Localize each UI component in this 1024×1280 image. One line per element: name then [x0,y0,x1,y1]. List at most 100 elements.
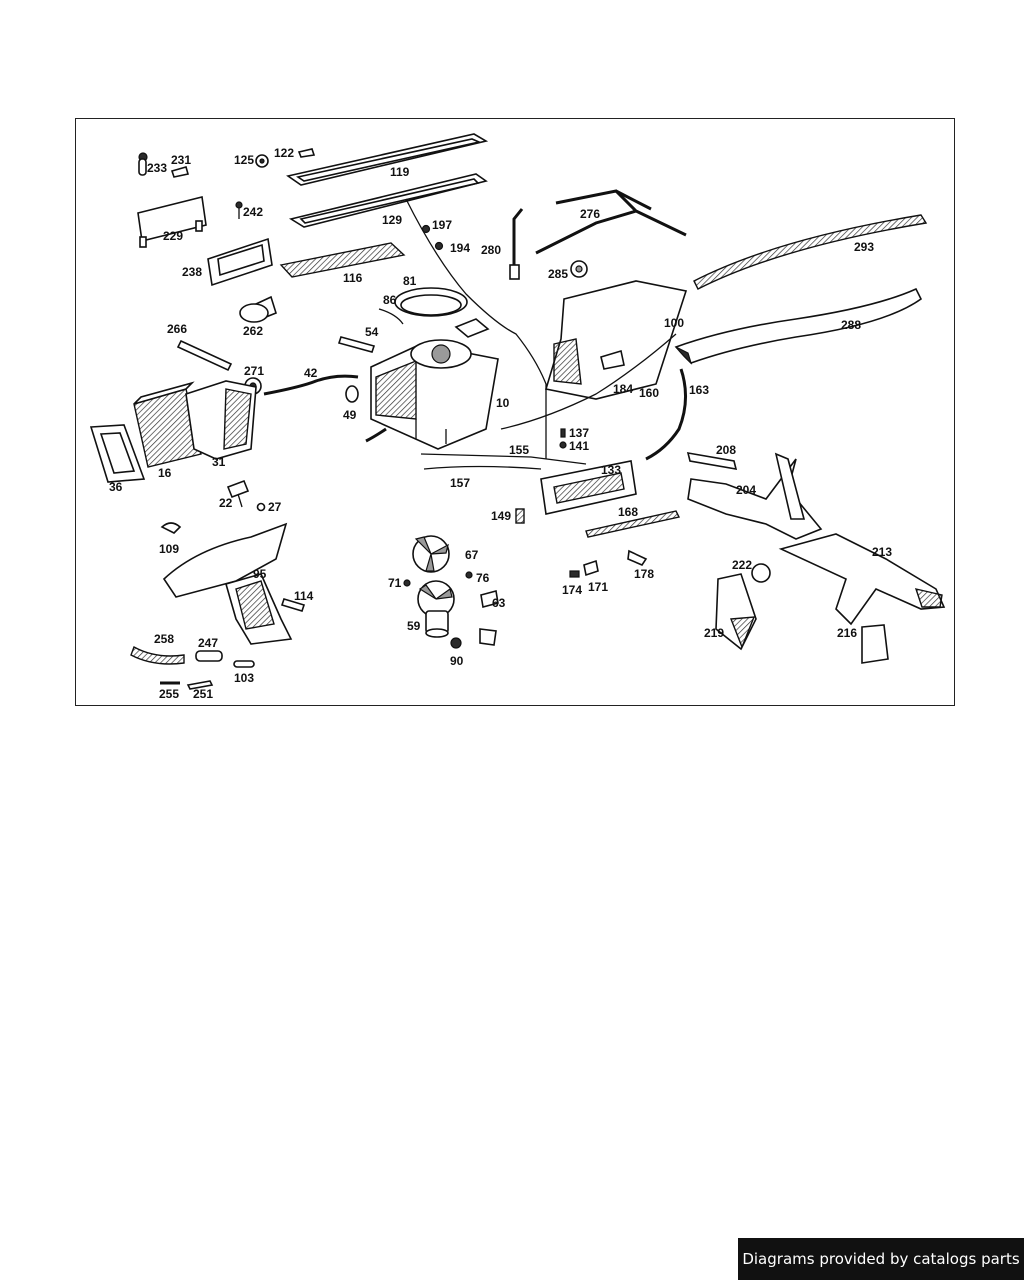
part-90-connector [450,628,497,649]
cable-157 [423,465,542,470]
callout-27: 27 [268,500,282,514]
part-137-screw [559,428,567,449]
credit-text: Diagrams provided by catalogs parts [742,1250,1020,1268]
exploded-view-drawing: 233 231 125 122 119 129 197 194 276 280 … [89,133,946,701]
part-16-exchanger [133,381,202,468]
callout-67: 67 [465,548,479,562]
callout-271: 271 [244,364,264,378]
part-251-clip [186,680,214,690]
callout-266: 266 [167,322,187,336]
callout-251: 251 [193,687,213,701]
parts-diagram: 233 231 125 122 119 129 197 194 276 280 … [75,118,955,706]
part-219-duct [715,573,757,651]
callout-231: 231 [171,153,191,167]
callout-213: 213 [872,545,892,559]
part-49-plug [345,385,359,403]
part-168-strip [585,510,681,538]
callout-76: 76 [476,571,490,585]
part-266-rod [176,339,233,372]
callout-129: 129 [382,213,402,227]
callout-116: 116 [343,271,363,285]
callout-171: 171 [588,580,608,594]
callout-36: 36 [109,480,123,494]
part-59-blower [417,580,455,638]
cable-160 [500,333,677,430]
callout-280: 280 [481,243,501,257]
part-222-ring [751,563,771,583]
callout-258: 258 [154,632,174,646]
callout-247: 247 [198,636,218,650]
cable-194 [405,198,547,459]
part-285-grommet [570,260,588,278]
part-42-hose [263,374,359,396]
part-178-clip [627,549,648,566]
part-258-hose [130,645,185,665]
part-184-duct [544,280,688,400]
part-238-vent [207,237,273,287]
callout-125: 125 [234,153,254,167]
part-31-housing [185,380,257,460]
callout-242: 242 [243,205,263,219]
part-229-panel [137,196,207,248]
part-10-heater-box [365,318,499,450]
callout-163: 163 [689,383,709,397]
part-22-fitting [226,479,250,508]
callout-71: 71 [388,576,402,590]
callout-262: 262 [243,324,263,338]
callout-141: 141 [569,439,589,453]
part-231-bracket [170,166,190,178]
part-63-bracket [480,590,499,608]
callout-16: 16 [158,466,172,480]
part-122-clip [297,148,316,158]
part-129-frame [288,173,488,228]
part-213-duct [778,533,946,626]
callout-63: 63 [492,596,506,610]
part-76-screw [465,571,473,579]
callout-168: 168 [618,505,638,519]
part-67-fan [412,535,450,573]
callout-157: 157 [450,476,470,490]
callout-285: 285 [548,267,568,281]
callout-197: 197 [432,218,452,232]
callout-122: 122 [274,146,294,160]
part-293-trim [693,214,928,290]
callout-137: 137 [569,426,589,440]
callout-133: 133 [601,463,621,477]
callout-81: 81 [403,274,417,288]
part-174-clip [569,570,580,578]
callout-222: 222 [732,558,752,572]
part-288-dash-cover [674,287,923,365]
callout-174: 174 [562,583,582,597]
callout-178: 178 [634,567,654,581]
part-81-ring [394,287,468,317]
callout-155: 155 [509,443,529,457]
callout-109: 109 [159,542,179,556]
callout-276: 276 [580,207,600,221]
callout-149: 149 [491,509,511,523]
part-171-clip [583,559,599,577]
part-216-duct [861,624,889,664]
callout-255: 255 [159,687,179,701]
callout-22: 22 [219,496,233,510]
part-197-clip [421,224,444,251]
part-95-duct [162,522,293,645]
callout-160: 160 [639,386,659,400]
callout-103: 103 [234,671,254,685]
callout-42: 42 [304,366,318,380]
callout-229: 229 [163,229,183,243]
part-109-clip [160,522,182,534]
callout-184: 184 [613,382,633,396]
part-54-rod [337,336,376,353]
callout-293: 293 [854,240,874,254]
callout-90: 90 [450,654,464,668]
callout-208: 208 [716,443,736,457]
part-86-clip [378,308,404,325]
cable-163 [645,368,687,461]
part-262-knob [238,295,277,323]
callout-238: 238 [182,265,202,279]
callout-194: 194 [450,241,470,255]
part-276-rod [535,189,687,255]
callout-49: 49 [343,408,357,422]
part-242-screw [235,201,243,219]
part-204-duct [687,452,823,540]
